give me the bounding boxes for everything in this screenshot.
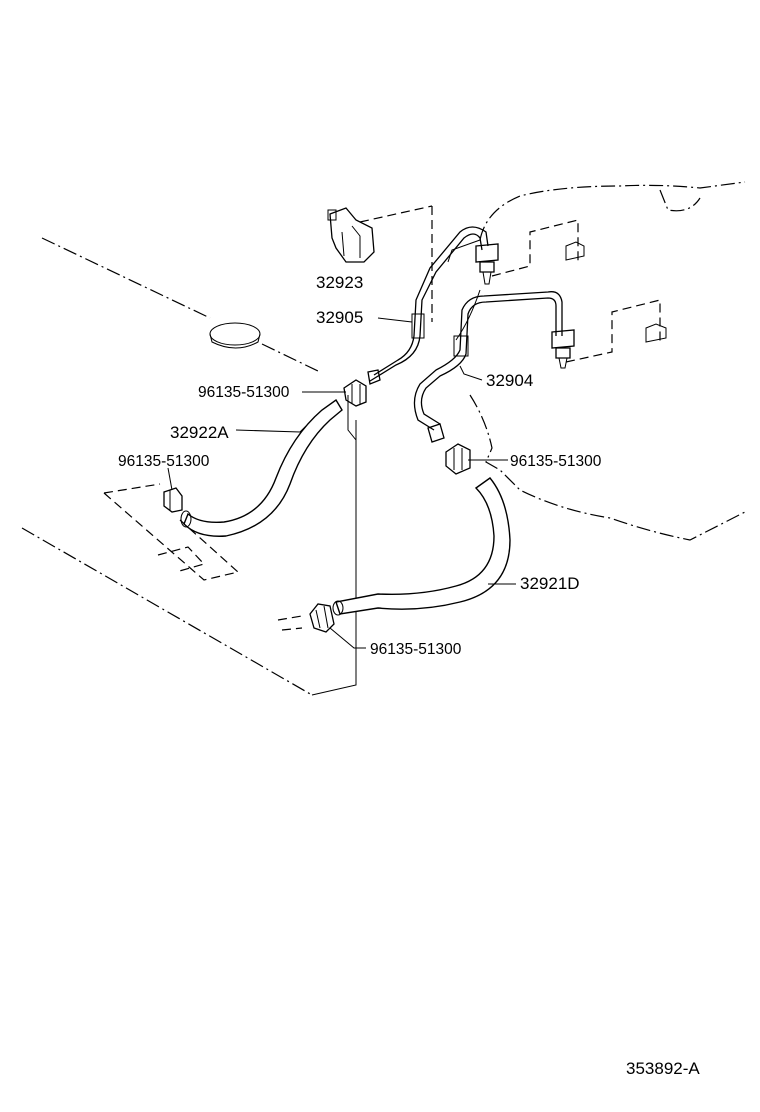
clamp-3 bbox=[445, 443, 471, 475]
leader-lines bbox=[167, 317, 516, 649]
hose-32921d bbox=[332, 477, 511, 616]
label-clamp-4: 96135-51300 bbox=[370, 641, 462, 658]
radiator-outline bbox=[21, 237, 357, 696]
label-clamp-1: 96135-51300 bbox=[198, 384, 290, 401]
clamp-2 bbox=[163, 487, 183, 513]
clamp-4 bbox=[277, 603, 335, 633]
vacuum-sensor-32923 bbox=[327, 207, 375, 263]
label-clamp-2: 96135-51300 bbox=[118, 453, 210, 470]
pipe-32905 bbox=[367, 226, 499, 385]
part-labels: 32923 32905 32904 32922A 32921D 96135-51… bbox=[118, 273, 700, 1078]
label-clamp-3: 96135-51300 bbox=[510, 453, 602, 470]
label-32922a: 32922A bbox=[170, 423, 229, 442]
label-32921d: 32921D bbox=[520, 574, 580, 593]
label-32905: 32905 bbox=[316, 308, 363, 327]
clamp-1 bbox=[343, 379, 367, 407]
pipe-32904 bbox=[413, 291, 575, 443]
hose-32922a bbox=[180, 398, 343, 537]
figure-id: 353892-A bbox=[626, 1059, 700, 1078]
engine-outline bbox=[359, 181, 746, 541]
label-32904: 32904 bbox=[486, 371, 533, 390]
label-32923: 32923 bbox=[316, 273, 363, 292]
